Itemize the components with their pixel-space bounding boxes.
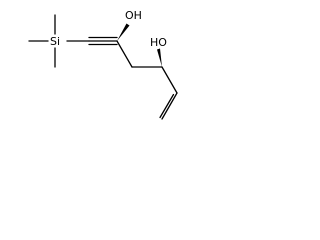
hydroxyl-lower-label: HO: [150, 36, 167, 49]
triple-bond: [88, 36, 118, 46]
silicon-label: Si: [50, 35, 60, 48]
structure-svg: Si OH HO: [28, 9, 178, 120]
hydroxyl-upper-label: OH: [125, 9, 142, 22]
double-bond-line-1: [161, 92, 178, 120]
wedge-bond-lower-ho: [157, 48, 162, 67]
chain-bond-3: [161, 66, 178, 94]
wedge-bond-upper-oh: [117, 23, 130, 41]
chain-bond-1: [116, 40, 133, 68]
trimethylsilyl-group: [28, 14, 56, 68]
double-bond-line-2: [159, 93, 175, 119]
double-bond: [159, 92, 178, 120]
molecule-diagram: Si OH HO: [0, 0, 214, 126]
